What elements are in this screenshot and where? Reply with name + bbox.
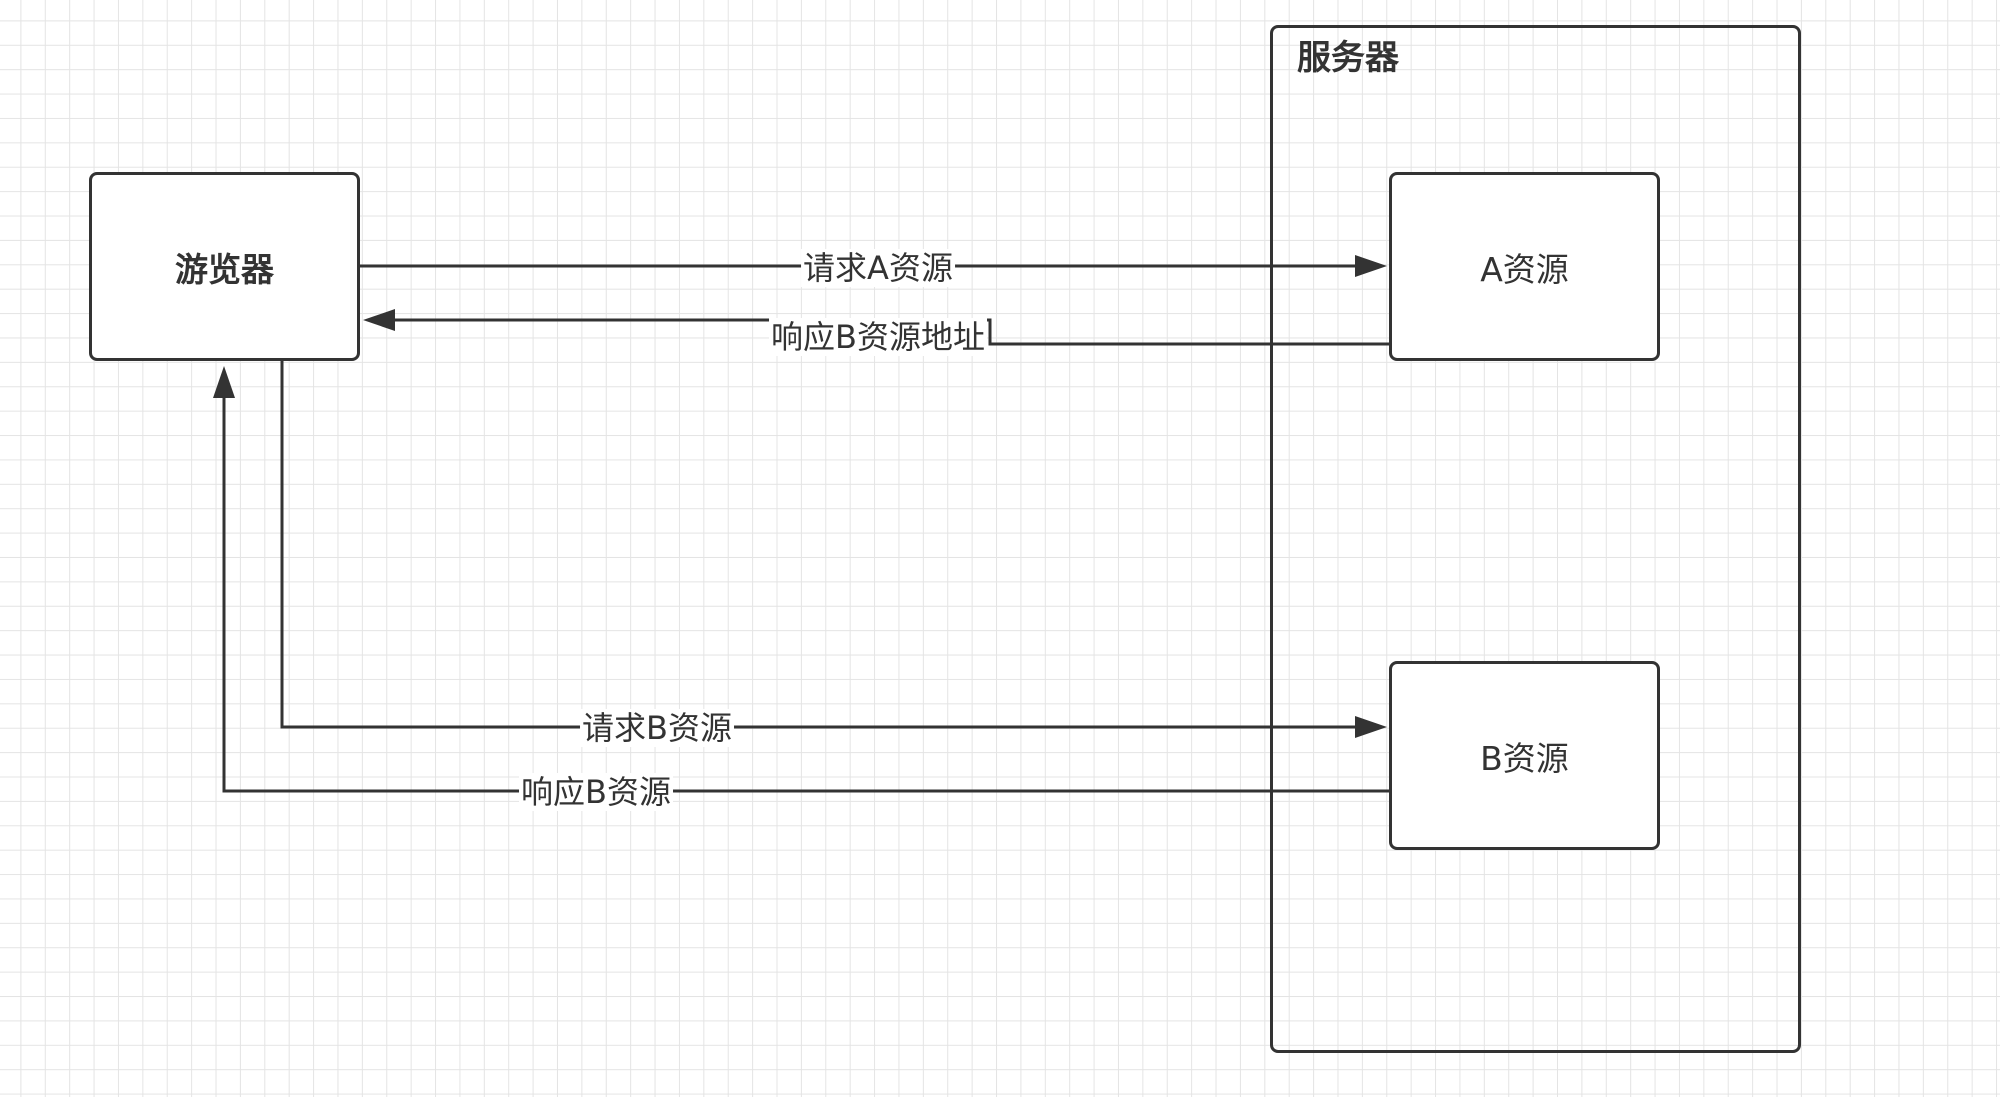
edge-label-response-b: 响应B资源	[519, 773, 673, 811]
resource-a-node[interactable]: A资源	[1389, 172, 1660, 361]
browser-node[interactable]: 游览器	[89, 172, 360, 361]
edge-label-response-b-address: 响应B资源地址	[769, 318, 987, 356]
edge-label-request-a: 请求A资源	[801, 249, 955, 287]
server-container: 服务器	[1270, 25, 1801, 1053]
edge-label-request-b: 请求B资源	[580, 709, 734, 747]
resource-b-node[interactable]: B资源	[1389, 661, 1660, 850]
edge-request-b-arrow[interactable]	[280, 361, 1387, 738]
edge-response-b-address-arrow[interactable]	[363, 309, 1389, 346]
edge-response-b-arrow[interactable]	[213, 366, 1389, 793]
server-label: 服务器	[1297, 38, 1399, 78]
